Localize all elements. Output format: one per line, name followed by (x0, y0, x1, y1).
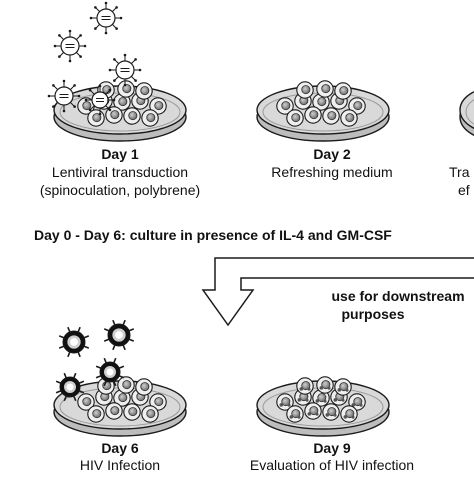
step-1-day: Day 1 (101, 146, 139, 162)
cell (286, 405, 304, 423)
step-2-day: Day 2 (313, 146, 351, 162)
cell (334, 378, 352, 396)
cell (316, 376, 334, 394)
cell (135, 378, 153, 396)
cell (77, 393, 95, 411)
hiv-particle (103, 319, 135, 351)
dish-day-6 (53, 376, 187, 437)
step-4-title: HIV Infection (79, 457, 161, 473)
cell (296, 377, 314, 395)
cell (340, 405, 358, 423)
return-arrow (201, 257, 474, 327)
cell (322, 403, 340, 421)
cell (304, 402, 322, 420)
cell (348, 97, 366, 115)
hiv-particle (95, 357, 125, 387)
cell (340, 109, 358, 127)
lentivirus-particle (47, 79, 81, 113)
arrow-note-line1: use for downstream (331, 288, 465, 304)
dish-day-2 (256, 80, 390, 142)
cell (117, 80, 135, 98)
lentivirus-particle (108, 53, 142, 87)
cell (113, 389, 131, 407)
cell (304, 106, 322, 124)
lentivirus-particle (53, 29, 87, 63)
step-1-subtitle: (spinoculation, polybrene) (39, 182, 201, 198)
hiv-particle (55, 372, 85, 402)
cell (322, 107, 340, 125)
cell (312, 93, 330, 111)
step-5-day: Day 9 (313, 440, 351, 456)
arrow-note-line2: purposes (341, 306, 405, 322)
cell (334, 82, 352, 100)
hiv-particle (58, 326, 90, 358)
dish-step-3-cropped (459, 90, 474, 137)
lentivirus-particle (84, 84, 116, 116)
cell (316, 80, 334, 98)
cell (141, 109, 159, 127)
cell (87, 109, 105, 127)
cell (348, 393, 366, 411)
cell (276, 97, 294, 115)
cell (312, 389, 330, 407)
cell (135, 82, 153, 100)
cell (117, 376, 135, 394)
dish-day-1 (53, 80, 187, 142)
cell (123, 403, 141, 421)
step-3-subtitle-cropped: ef (458, 182, 470, 198)
cell (149, 393, 167, 411)
cell (149, 97, 167, 115)
cell (105, 106, 123, 124)
step-1-title: Lentiviral transduction (51, 164, 189, 180)
step-2-title: Refreshing medium (271, 164, 393, 180)
cell (296, 81, 314, 99)
cell (276, 393, 294, 411)
dish-day-9 (256, 376, 390, 437)
cell (87, 405, 105, 423)
cell (105, 402, 123, 420)
cell (286, 109, 304, 127)
step-5-title: Evaluation of HIV infection (249, 457, 415, 473)
lentivirus-particle (89, 1, 123, 35)
cell (123, 107, 141, 125)
step-4-day: Day 6 (101, 440, 139, 456)
step-3-title-cropped: Tra (449, 164, 470, 180)
culture-note: Day 0 - Day 6: culture in presence of IL… (34, 227, 392, 243)
cell (141, 405, 159, 423)
